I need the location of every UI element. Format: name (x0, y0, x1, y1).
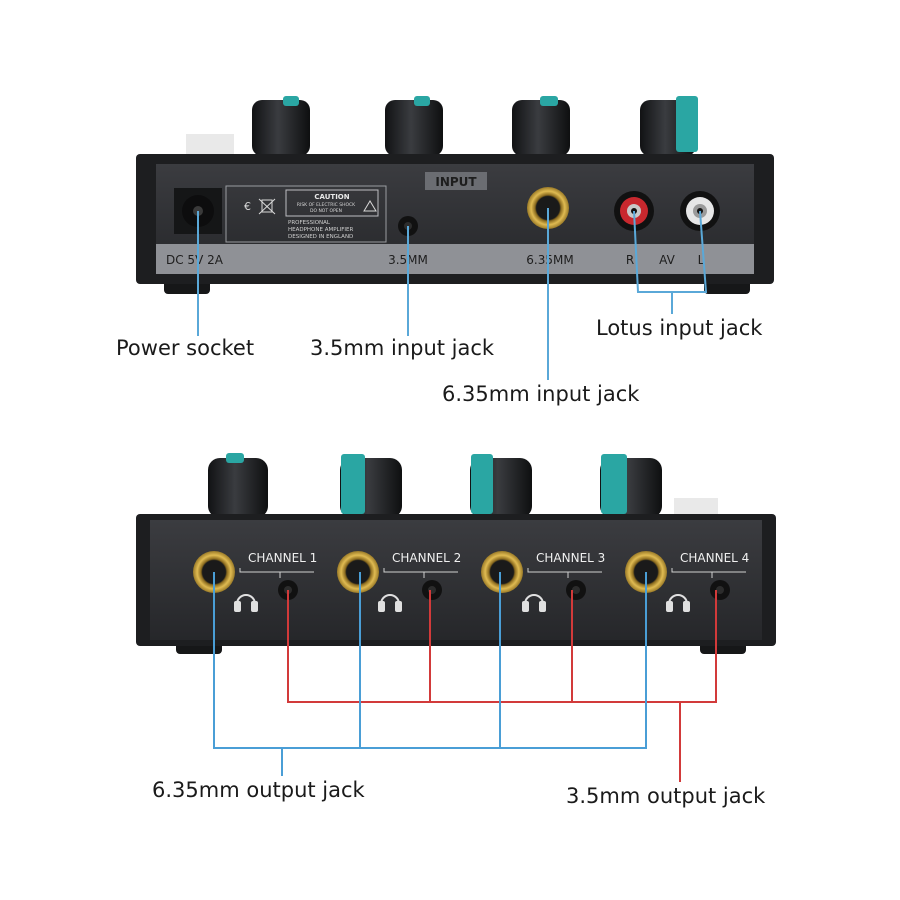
channel-bracket (671, 568, 746, 573)
rear-knob-2 (385, 96, 443, 156)
output-35-jack (566, 580, 586, 600)
channel-bracket (239, 568, 314, 573)
input-badge-text: INPUT (435, 175, 477, 189)
channel-2: CHANNEL 2 (337, 551, 461, 612)
ce-mark: € (244, 200, 251, 213)
output-leader-lines (213, 572, 717, 782)
label-av: AV (659, 253, 675, 267)
rear-knob-1 (252, 96, 310, 156)
rear-knob-4 (640, 96, 698, 156)
headphone-icon (522, 594, 546, 612)
output-35-red-line (287, 590, 717, 703)
channel-label: CHANNEL 1 (248, 551, 317, 565)
callout-power-socket: Power socket (116, 336, 255, 360)
rear-knob-3 (512, 96, 570, 156)
info-plate: € CAUTION RISK OF ELECTRIC SHOCK DO NOT … (225, 185, 387, 243)
front-channels: CHANNEL 1 CHANNEL 2 CHANNEL 3 CHANNEL 4 (193, 551, 749, 612)
channel-bracket (383, 568, 458, 573)
callout-635mm-output-jack: 6.35mm output jack (152, 778, 365, 802)
channel-label: CHANNEL 2 (392, 551, 461, 565)
desc-line2: HEADPHONE AMPLIFIER (288, 227, 353, 233)
label-635mm: 6.35MM (526, 253, 573, 267)
front-knob-1 (208, 453, 268, 518)
bin-icon (258, 198, 276, 215)
dc-label: DC 5V 2A (166, 253, 224, 267)
front-white-tab (674, 498, 718, 518)
caution-line2: DO NOT OPEN (310, 208, 342, 214)
headphone-icon (666, 594, 690, 612)
output-635-jack (337, 551, 379, 593)
warning-icon (363, 200, 377, 212)
rear-label-strip (156, 244, 754, 274)
label-r: R (626, 253, 634, 267)
input-badge (425, 172, 487, 190)
label-l: L (698, 253, 705, 267)
output-635-blue-line (213, 572, 647, 749)
desc-line3: DESIGNED IN ENGLAND (288, 234, 353, 240)
callout-35mm-output-jack: 3.5mm output jack (566, 784, 766, 808)
headphone-icon (378, 594, 402, 612)
caution-title: CAUTION (314, 193, 349, 201)
front-knob-4 (600, 454, 662, 518)
channel-label: CHANNEL 4 (680, 551, 749, 565)
callout-635mm-input-jack: 6.35mm input jack (442, 382, 640, 406)
callout-35mm-input-jack: 3.5mm input jack (310, 336, 495, 360)
front-knob-2 (340, 454, 402, 518)
headphone-icon (234, 594, 258, 612)
desc-line1: PROFESSIONAL (288, 220, 331, 226)
output-35-jack (710, 580, 730, 600)
caution-line1: RISK OF ELECTRIC SHOCK (297, 202, 356, 208)
channel-bracket (527, 568, 602, 573)
front-face (150, 520, 762, 640)
output-35-jack (422, 580, 442, 600)
rear-panel: INPUT € CAUTION RISK OF ELECTRIC SHOCK D… (136, 96, 774, 294)
front-knob-3 (470, 454, 532, 518)
rear-white-tab (186, 134, 234, 156)
output-635-jack (481, 551, 523, 593)
rear-leader-lines (197, 208, 708, 380)
callout-lotus-input-jack: Lotus input jack (596, 316, 763, 340)
channel-label: CHANNEL 3 (536, 551, 605, 565)
